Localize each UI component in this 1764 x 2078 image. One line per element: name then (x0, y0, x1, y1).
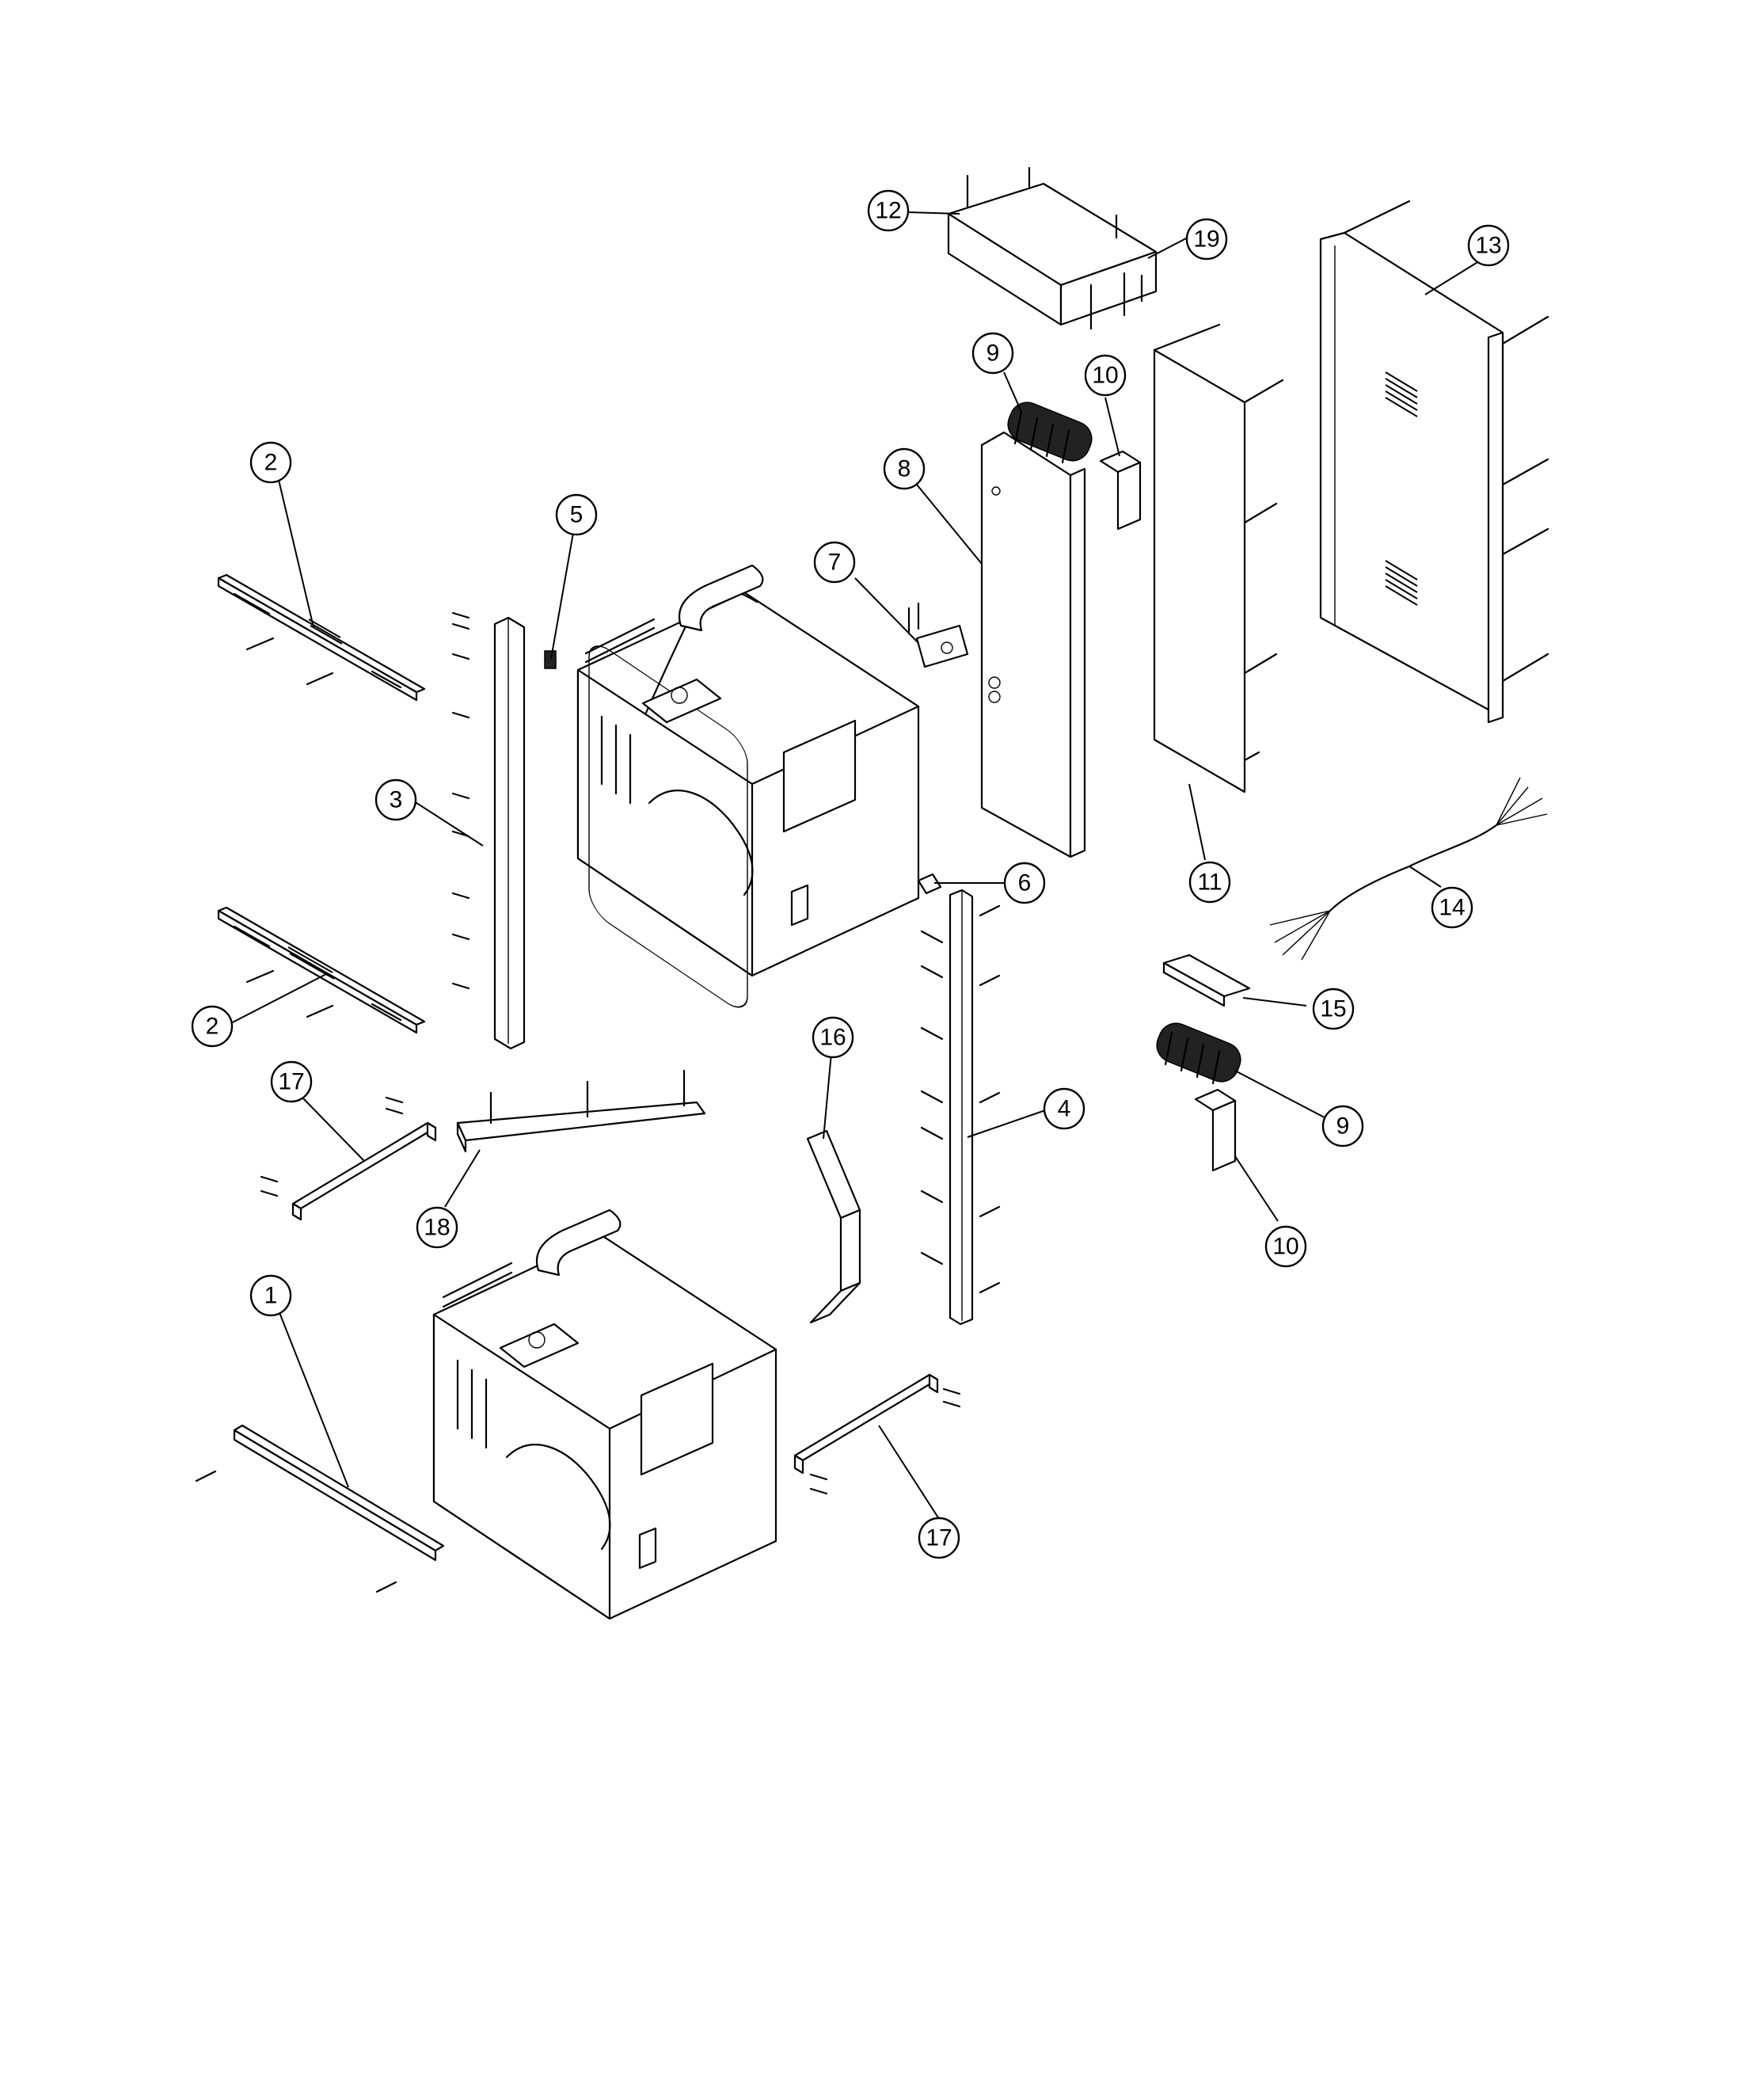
part-bottom-trim (195, 1424, 445, 1593)
rail-screws-left (451, 611, 470, 990)
part-angled-deflector (806, 1129, 861, 1324)
callout-3: 3 (374, 778, 417, 821)
part-vertical-rail-left (451, 611, 526, 1050)
svg-text:7: 7 (828, 550, 842, 576)
svg-text:10: 10 (1272, 1234, 1298, 1260)
part-blower-upper (1007, 402, 1093, 464)
part-deflector (1162, 953, 1251, 1007)
callout-2-upper: 2 (249, 441, 292, 484)
part-support-bracket-left (260, 1096, 437, 1221)
callout-11: 11 (1188, 861, 1231, 904)
part-wiring-harness (1269, 777, 1548, 961)
svg-text:9: 9 (1336, 1113, 1350, 1140)
callout-14: 14 (1431, 886, 1473, 929)
part-bracket-upper (1099, 450, 1142, 531)
callout-12: 12 (867, 189, 910, 232)
part-vertical-duct (980, 431, 1086, 858)
part-clip (544, 650, 557, 669)
svg-text:3: 3 (390, 787, 403, 813)
part-blower-lower (1156, 1022, 1241, 1085)
element-terminal-lower (499, 1323, 580, 1368)
svg-text:1: 1 (264, 1283, 278, 1309)
vent-slots-lower (1385, 560, 1418, 606)
svg-text:9: 9 (987, 341, 1000, 367)
part-bracket-lower (1194, 1088, 1237, 1172)
element-terminal-upper (641, 678, 722, 724)
callout-8: 8 (883, 447, 926, 490)
svg-text:2: 2 (206, 1014, 219, 1040)
callout-16: 16 (812, 1016, 854, 1059)
svg-text:16: 16 (819, 1025, 846, 1051)
svg-text:8: 8 (898, 456, 911, 482)
callout-10-lower: 10 (1264, 1225, 1307, 1268)
callout-17-right: 17 (918, 1517, 960, 1559)
part-trim-strip-upper (217, 573, 426, 702)
callout-15: 15 (1312, 988, 1355, 1030)
part-oven-cavity-upper (576, 564, 920, 1008)
callout-1: 1 (249, 1274, 292, 1317)
vent-grille-upper (308, 618, 344, 651)
svg-text:4: 4 (1058, 1096, 1071, 1122)
vent-slots-upper (1385, 371, 1418, 417)
part-trim-strip-lower (217, 906, 426, 1034)
svg-text:10: 10 (1092, 363, 1118, 389)
svg-text:17: 17 (278, 1069, 304, 1095)
svg-text:11: 11 (1197, 870, 1222, 896)
part-side-panel (1153, 323, 1284, 794)
callout-10-upper: 10 (1084, 354, 1127, 397)
svg-text:6: 6 (1018, 870, 1032, 896)
callout-6: 6 (1003, 862, 1046, 904)
svg-text:19: 19 (1193, 226, 1219, 253)
svg-text:2: 2 (264, 450, 278, 476)
svg-text:14: 14 (1439, 895, 1465, 921)
part-small-bracket (907, 602, 969, 668)
svg-text:18: 18 (424, 1215, 450, 1241)
rail-screws-right (920, 904, 1001, 1294)
part-vertical-rail-right (920, 889, 1001, 1326)
callout-17-left: 17 (270, 1060, 313, 1103)
callout-13: 13 (1467, 224, 1510, 267)
vent-grille-lower (287, 946, 335, 980)
svg-text:17: 17 (926, 1525, 952, 1551)
oven-racks-lower (456, 1359, 488, 1449)
part-support-bracket-right (793, 1373, 961, 1495)
part-junction-box (947, 166, 1158, 330)
svg-text:5: 5 (570, 502, 584, 528)
callout-7: 7 (813, 541, 856, 584)
callout-18: 18 (416, 1206, 458, 1249)
part-angle-bracket (456, 1069, 706, 1153)
callout-9-upper: 9 (971, 332, 1014, 375)
callout-4: 4 (1043, 1087, 1085, 1130)
callout-2-lower: 2 (191, 1005, 234, 1048)
oven-racks-upper (600, 715, 632, 805)
svg-text:13: 13 (1475, 233, 1501, 259)
svg-text:12: 12 (875, 198, 901, 224)
svg-text:15: 15 (1320, 996, 1346, 1022)
part-oven-cavity-lower (432, 1208, 777, 1620)
callout-9-lower: 9 (1321, 1105, 1364, 1147)
callout-5: 5 (555, 493, 598, 536)
part-small-clip (917, 873, 942, 895)
callout-19: 19 (1185, 218, 1228, 261)
part-rear-panel (1319, 200, 1549, 724)
